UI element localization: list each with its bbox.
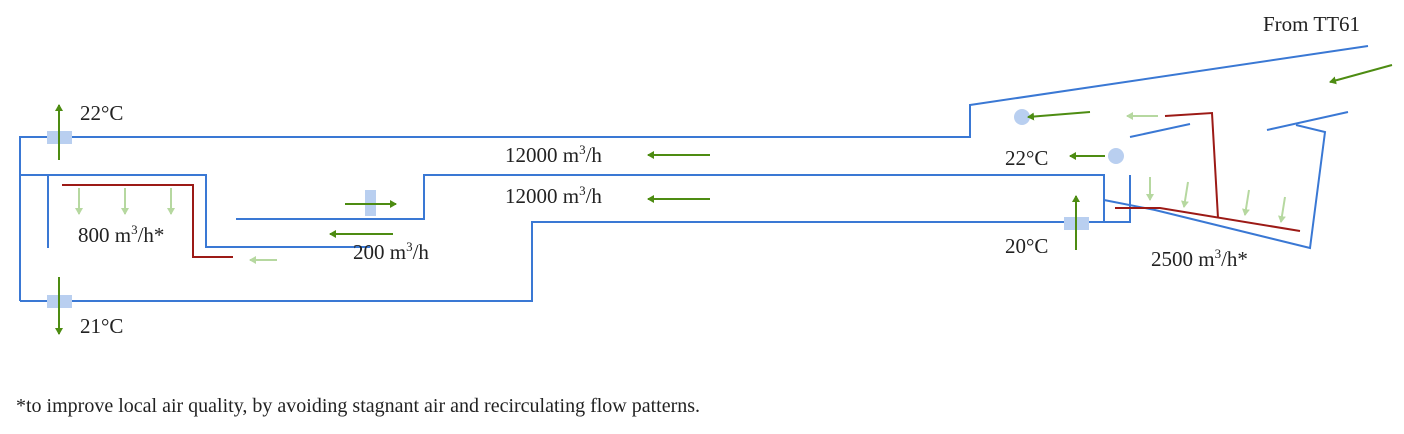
footnote: *to improve local air quality, by avoidi… <box>16 395 701 417</box>
outer-duct-top-wall <box>19 45 1369 301</box>
temp-top-left: 22°C <box>80 101 124 125</box>
middle-duct-wall <box>20 174 370 248</box>
left-baffle <box>62 184 233 258</box>
right-room-wall <box>1103 124 1327 250</box>
flow-mid: 200 m3/h <box>353 239 429 264</box>
flow-left: 800 m3/h* <box>78 222 165 247</box>
arrow-intake <box>1329 64 1393 85</box>
temp-right-lower: 20°C <box>1005 234 1049 258</box>
right-baffle-top <box>1164 111 1219 219</box>
baffles <box>62 111 1301 258</box>
valve-top-right <box>1014 109 1030 125</box>
arrow-into-duct <box>1027 111 1091 121</box>
source-label: From TT61 <box>1263 12 1361 36</box>
light-arrows <box>75 112 1286 264</box>
light-arrow-right-down-3 <box>1241 189 1250 216</box>
flow-right: 2500 m3/h* <box>1151 246 1248 271</box>
temp-bottom-left: 21°C <box>80 314 124 338</box>
light-arrow-right-down-4 <box>1277 196 1286 223</box>
duct-outlines <box>19 45 1369 302</box>
light-arrow-right-down-2 <box>1180 181 1189 208</box>
temp-right-upper: 22°C <box>1005 146 1049 170</box>
flow-main-upper: 12000 m3/h <box>505 142 602 167</box>
outer-duct-bottom-wall <box>20 175 1131 302</box>
valve-main-right <box>1108 148 1124 164</box>
strong-arrows <box>55 64 1393 335</box>
valves <box>1014 109 1124 164</box>
main-duct-upper-right-wall <box>1129 123 1191 138</box>
intake-hood-right <box>1266 111 1349 131</box>
right-baffle-bottom <box>1115 207 1301 232</box>
center-divider-wall <box>236 174 1105 222</box>
flow-main-lower: 12000 m3/h <box>505 183 602 208</box>
